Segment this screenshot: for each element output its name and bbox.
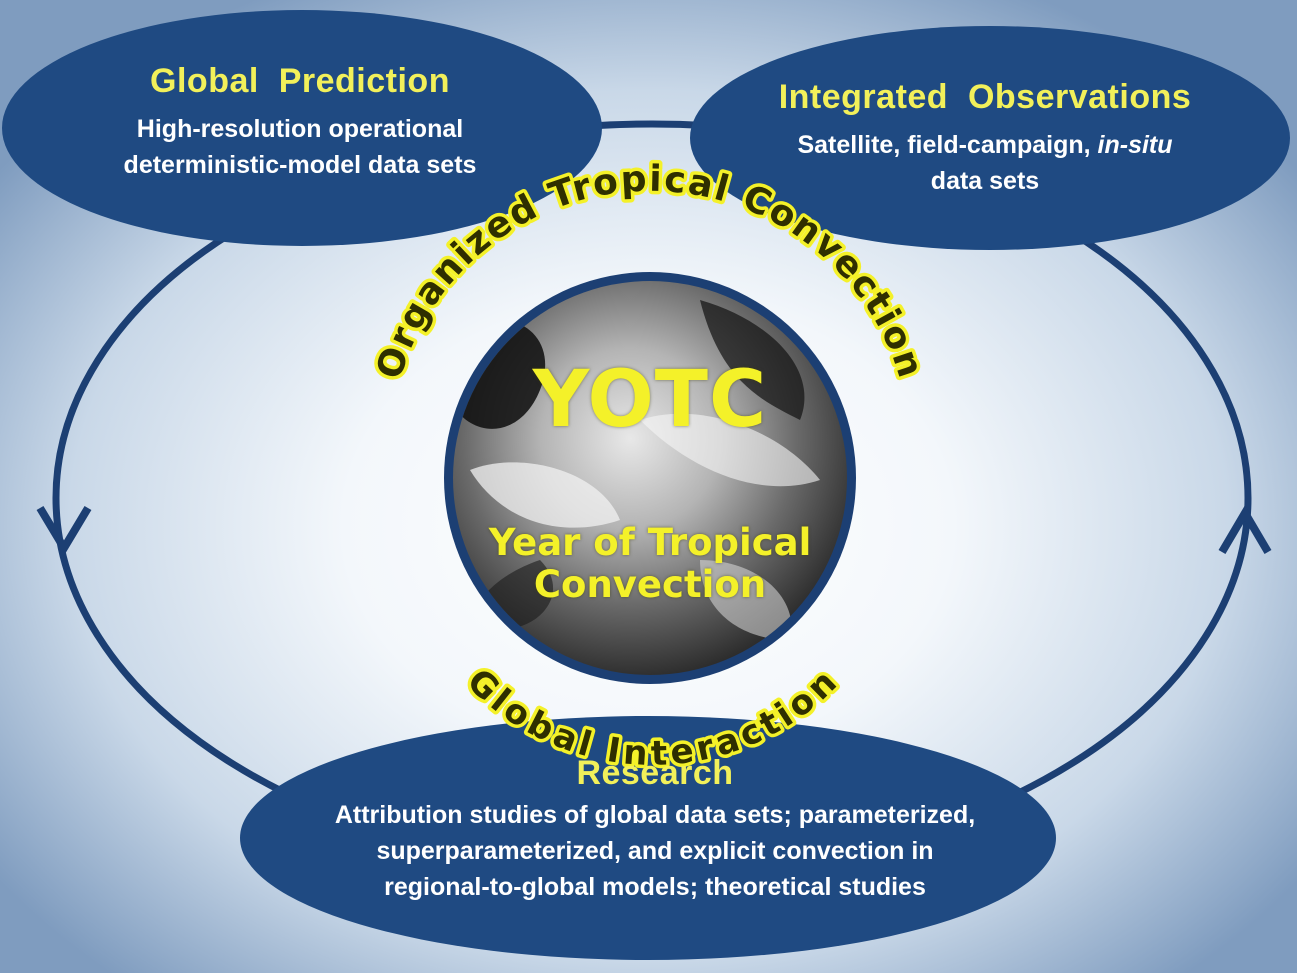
integrated-observations-desc-line1-italic: in-situ <box>1097 131 1173 159</box>
research-desc-line1: Attribution studies of global data sets;… <box>334 801 976 829</box>
global-prediction-node: Global Prediction High-resolution operat… <box>40 62 560 183</box>
integrated-observations-ellipse <box>690 26 1290 250</box>
integrated-observations-desc-line2: data sets <box>930 167 1040 195</box>
global-prediction-ellipse <box>2 10 602 246</box>
global-prediction-description: High-resolution operational deterministi… <box>40 111 560 183</box>
yotc-subtitle: Year of Tropical Convection <box>450 522 850 606</box>
research-description: Attribution studies of global data sets;… <box>270 797 1040 905</box>
research-ellipse <box>240 716 1056 960</box>
research-title: Research <box>576 754 734 792</box>
research-desc-line3: regional-to-global models; theoretical s… <box>384 873 926 901</box>
research-node: Research Attribution studies of global d… <box>270 754 1040 905</box>
yotc-subtitle-line1: Year of Tropical <box>488 521 812 564</box>
global-prediction-desc-line1: High-resolution operational <box>136 115 464 143</box>
integrated-observations-title: Integrated Observations <box>778 78 1192 116</box>
global-prediction-title: Global Prediction <box>150 62 450 100</box>
global-prediction-desc-line2: deterministic-model data sets <box>123 151 477 179</box>
yotc-subtitle-line2: Convection <box>533 563 767 606</box>
integrated-observations-desc-line1: Satellite, field-campaign, in-situ <box>797 131 1172 159</box>
integrated-observations-description: Satellite, field-campaign, in-situ data … <box>720 127 1250 199</box>
integrated-observations-desc-line1-a: Satellite, field-campaign, <box>797 131 1098 159</box>
research-desc-line2: superparameterized, and explicit convect… <box>376 837 934 865</box>
yotc-title: YOTC <box>532 355 768 445</box>
integrated-observations-node: Integrated Observations Satellite, field… <box>720 78 1250 199</box>
up-arrow-icon <box>1218 505 1272 555</box>
globe-cloud-pattern <box>453 300 820 640</box>
down-arrow-icon <box>36 505 92 556</box>
